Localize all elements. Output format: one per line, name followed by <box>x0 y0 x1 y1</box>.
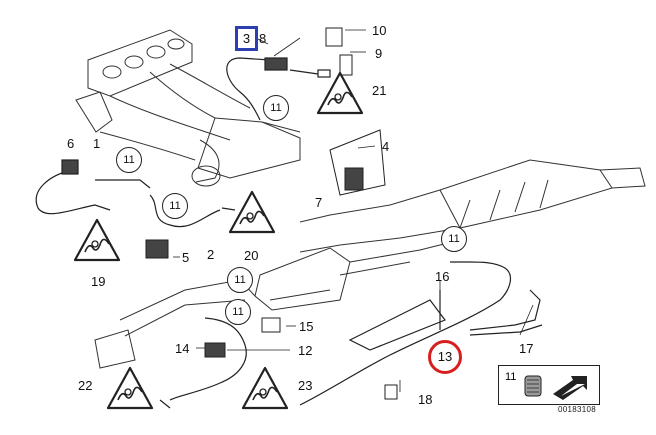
warning-triangle-icon <box>241 366 289 410</box>
part-label-18[interactable]: 18 <box>418 392 433 407</box>
part-label-12[interactable]: 12 <box>298 343 313 358</box>
warning-triangle-icon <box>228 190 276 234</box>
callout-11[interactable]: 11 <box>162 193 188 219</box>
part-label-10[interactable]: 10 <box>372 23 387 38</box>
part-label-4[interactable]: 4 <box>382 139 390 154</box>
part-label-7[interactable]: 7 <box>315 195 323 210</box>
part-label-6[interactable]: 6 <box>67 136 75 151</box>
part-label-1[interactable]: 1 <box>93 136 101 151</box>
oxygen-sensor-cable <box>35 57 543 409</box>
callout-11[interactable]: 11 <box>263 95 289 121</box>
middle-pipe <box>94 239 461 369</box>
part-label-14[interactable]: 14 <box>175 341 190 356</box>
part-label-21[interactable]: 21 <box>372 83 387 98</box>
highlighted-part-callout[interactable]: 13 <box>428 340 462 374</box>
callout-11[interactable]: 11 <box>116 147 142 173</box>
part-label-9[interactable]: 9 <box>375 46 383 61</box>
legend-box: 11 <box>498 365 600 405</box>
callout-11[interactable]: 11 <box>225 299 251 325</box>
leader-lines <box>173 29 534 392</box>
legend-illustration <box>524 375 587 400</box>
reference-number: 00183108 <box>558 405 596 414</box>
exhaust-manifold <box>75 29 301 187</box>
callout-11[interactable]: 11 <box>441 226 467 252</box>
part-label-5[interactable]: 5 <box>182 250 190 265</box>
part-label-15[interactable]: 15 <box>299 319 314 334</box>
callout-11[interactable]: 11 <box>227 267 253 293</box>
part-label-8[interactable]: 8 <box>259 31 267 46</box>
part-label-23[interactable]: 23 <box>298 378 313 393</box>
part-label-20[interactable]: 20 <box>244 248 259 263</box>
part-label-16[interactable]: 16 <box>435 269 450 284</box>
part-label-22[interactable]: 22 <box>78 378 93 393</box>
selected-part-box[interactable]: 3 <box>235 26 258 51</box>
part-label-19[interactable]: 19 <box>91 274 106 289</box>
part-label-2[interactable]: 2 <box>207 247 215 262</box>
warning-triangle-icon <box>106 366 154 410</box>
sensor-icon <box>145 27 398 400</box>
part-label-17[interactable]: 17 <box>519 341 534 356</box>
legend-label: 11 <box>505 371 517 383</box>
warning-triangle-icon <box>73 218 121 262</box>
warning-triangle-icon <box>316 71 364 115</box>
